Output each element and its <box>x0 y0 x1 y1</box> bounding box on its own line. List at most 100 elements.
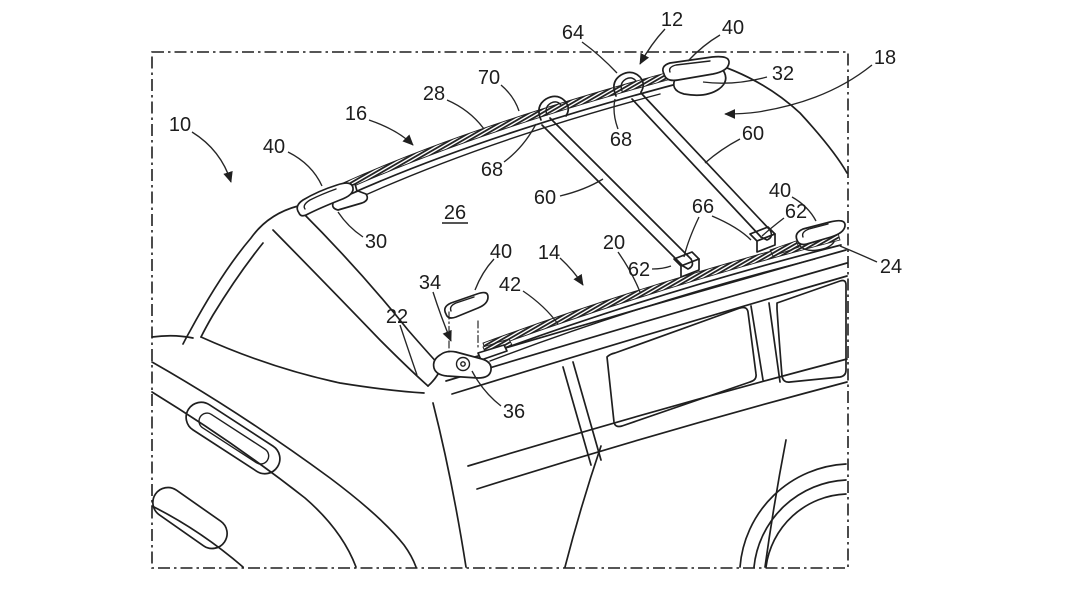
rear-crossbar-tube-line-2 <box>631 98 762 238</box>
leader-line-64 <box>581 41 618 74</box>
ref-number-12: 12 <box>661 9 683 31</box>
leader-line-60 <box>559 178 604 197</box>
ref-number-32: 32 <box>772 63 794 85</box>
front-door-window <box>606 306 757 428</box>
drip-rail-line-2 <box>451 275 848 395</box>
ref-label-36-27: 36 <box>471 370 525 423</box>
ref-label-60-12: 60 <box>704 123 764 164</box>
ref-number-42: 42 <box>499 274 521 296</box>
ref-label-40-7: 40 <box>687 17 744 62</box>
leader-line-40 <box>687 34 721 62</box>
leader-line-24 <box>839 245 878 263</box>
leader-line-66 <box>683 216 700 258</box>
front-end-cap-exploded <box>443 291 489 319</box>
right-rail-body-line-2 <box>489 258 816 362</box>
ref-label-10-0: 10 <box>169 114 233 183</box>
front-window-frame-line-2 <box>572 361 602 461</box>
front-wheel-arch-line <box>151 505 244 568</box>
leader-line-40 <box>474 258 495 291</box>
door-shutline-c <box>764 439 787 568</box>
left-rail-body-line-1 <box>345 79 693 197</box>
ref-number-68: 68 <box>481 159 503 181</box>
ref-label-12-6: 12 <box>639 9 683 65</box>
b-pillar-line-1 <box>750 305 764 381</box>
bracket-bolt-ring <box>455 356 471 372</box>
wheel-arch-outer <box>739 463 847 568</box>
ref-label-20-17: 20 <box>603 232 641 293</box>
ref-label-62-19: 62 <box>761 201 807 237</box>
a-pillar-inner-line <box>200 242 264 338</box>
fender-vent-outline <box>152 486 228 550</box>
drip-rail-line-1 <box>445 262 848 382</box>
rear-door-window <box>776 279 847 383</box>
front-crossbar-hook <box>538 95 570 121</box>
ref-label-18-9: 18 <box>724 47 896 119</box>
rear-crossbar-hook-inner <box>620 77 637 92</box>
bracket-bolt-center <box>460 361 466 367</box>
side-mirror-inner <box>198 412 270 465</box>
hood-edge-line <box>151 334 194 339</box>
ref-label-14-16: 14 <box>538 242 584 286</box>
ref-number-68: 68 <box>610 129 632 151</box>
b-pillar-line-2 <box>768 302 781 383</box>
ref-label-64-5: 64 <box>562 22 618 74</box>
rear-crossbar-tube-line-1 <box>640 92 771 231</box>
front-crossbar-tube-line-2 <box>541 124 684 267</box>
ref-number-10: 10 <box>169 114 191 136</box>
ref-number-28: 28 <box>423 83 445 105</box>
ref-number-62: 62 <box>785 201 807 223</box>
wheel-arch-inner <box>765 493 847 568</box>
ref-number-34: 34 <box>419 272 441 294</box>
ref-label-32-8: 32 <box>702 63 794 85</box>
ref-label-40-24: 40 <box>474 241 512 291</box>
right-roof-rail <box>432 219 846 379</box>
ref-label-60-13: 60 <box>534 178 604 209</box>
leader-line-28 <box>446 99 485 130</box>
ref-number-16: 16 <box>345 103 367 125</box>
ref-number-70: 70 <box>478 67 500 89</box>
leader-line-10 <box>191 131 233 183</box>
front-crossbar-end-cap <box>682 258 694 270</box>
ref-number-36: 36 <box>503 401 525 423</box>
ref-label-30-15: 30 <box>337 211 387 253</box>
rear-crossbar-hook <box>613 71 645 97</box>
leader-line-42 <box>522 290 559 325</box>
ref-label-68-11: 68 <box>610 98 632 151</box>
front-crossbar-hook-inner <box>545 101 562 116</box>
leader-line-66-b <box>711 215 752 241</box>
ref-number-14: 14 <box>538 242 560 264</box>
leader-line-68 <box>613 98 619 130</box>
leader-line-18 <box>724 64 873 119</box>
leader-line-62 <box>761 217 785 237</box>
left-rail-hatched-strip <box>342 66 691 191</box>
ref-number-20: 20 <box>603 232 625 254</box>
right-rail-hatched-strip <box>482 232 841 351</box>
right-rail-rear-pad-line <box>799 241 835 252</box>
wheel-arch-mid <box>753 479 847 568</box>
fender-line-2 <box>151 391 357 568</box>
roof-rear-edge <box>702 59 848 174</box>
ref-number-40: 40 <box>769 180 791 202</box>
ref-label-70-4: 70 <box>478 67 520 112</box>
leader-line-34 <box>432 291 452 342</box>
left-rail-rear-fitting-inner <box>668 60 711 73</box>
right-rail-rear-end-fitting <box>795 219 846 246</box>
fender-line-1 <box>151 361 417 568</box>
ref-label-28-3: 28 <box>423 83 485 130</box>
ref-label-40-1: 40 <box>263 136 323 187</box>
ref-number-40: 40 <box>722 17 744 39</box>
ref-label-16-2: 16 <box>345 103 414 146</box>
right-rail-rear-hatched-step <box>769 240 800 257</box>
leader-line-16 <box>368 119 414 146</box>
leader-line-22 <box>399 324 418 376</box>
ref-number-18: 18 <box>874 47 896 69</box>
ref-number-24: 24 <box>880 256 902 278</box>
rear-crossbar-end-cap <box>760 229 773 241</box>
leader-line-40 <box>287 151 323 187</box>
left-rail-rear-end-fitting <box>662 55 730 82</box>
ref-label-66-20: 66 <box>683 196 752 258</box>
fender-vent <box>152 486 228 550</box>
left-rail-front-fitting-inner <box>303 188 337 210</box>
